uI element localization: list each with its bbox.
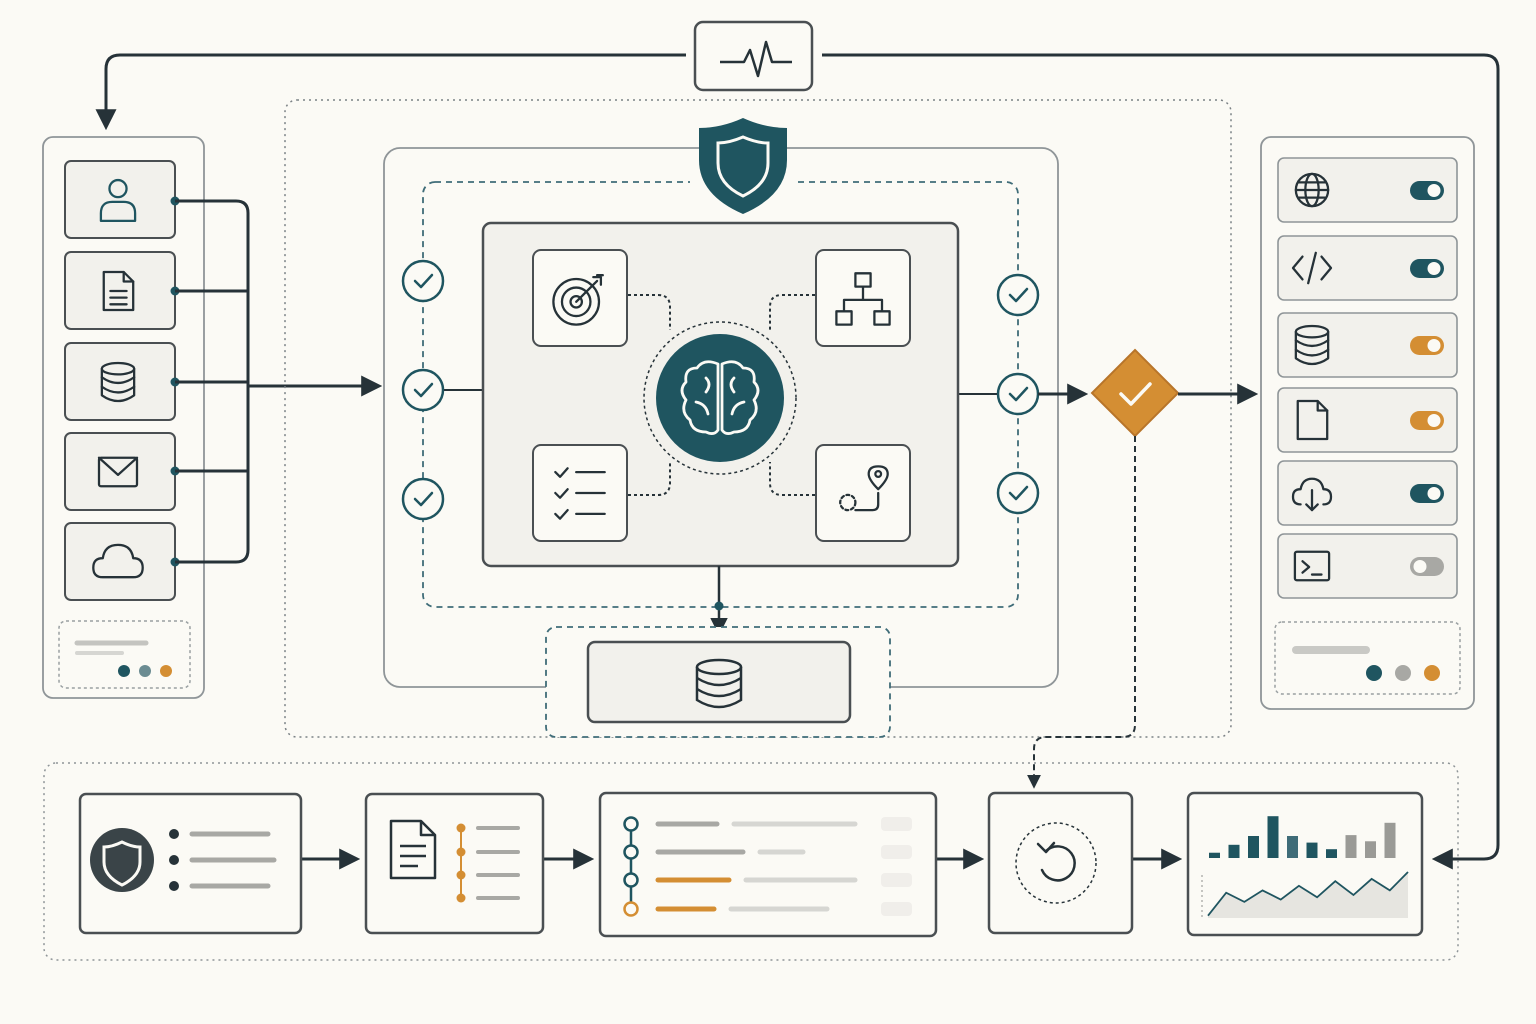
pipeline-stage-analytics[interactable] <box>1186 791 1424 937</box>
integration-toggle[interactable] <box>1410 411 1444 430</box>
brain-hub[interactable] <box>643 321 797 475</box>
terminal-icon <box>1293 550 1331 582</box>
core-module-card[interactable] <box>815 444 911 542</box>
cloud-icon <box>92 543 144 579</box>
check-circle-icon <box>401 368 445 412</box>
monitor-node[interactable] <box>693 20 814 92</box>
integration-row <box>1277 312 1458 378</box>
integration-toggle[interactable] <box>1410 181 1444 200</box>
core-to-storage-connector <box>710 566 728 636</box>
integration-row <box>1277 157 1458 223</box>
analytics-bar <box>1248 836 1259 858</box>
integration-toggle[interactable] <box>1410 336 1444 355</box>
globe-icon <box>1294 172 1330 208</box>
checklist-icon <box>554 467 606 520</box>
integration-toggle[interactable] <box>1410 484 1444 503</box>
core-module-card[interactable] <box>532 249 628 347</box>
pipeline-stage-document[interactable] <box>364 792 545 935</box>
analytics-icon <box>1201 816 1409 920</box>
integration-toggle[interactable] <box>1410 557 1444 576</box>
hierarchy-icon <box>835 272 891 326</box>
legend-dot <box>118 665 130 677</box>
heartbeat-icon <box>720 40 792 78</box>
input-source-card[interactable] <box>64 432 180 511</box>
analytics-bar <box>1287 836 1298 858</box>
integration-row <box>1277 387 1458 453</box>
core-side-connectors <box>444 383 1089 405</box>
shield-list-icon <box>90 828 154 892</box>
mail-icon <box>97 456 139 488</box>
core-module-card[interactable] <box>815 249 911 347</box>
module-links <box>628 294 815 496</box>
legend-dot <box>1366 665 1382 681</box>
check-circle-icon <box>401 477 445 521</box>
timeline-icon <box>623 816 639 917</box>
pipeline-boundary <box>43 762 1459 961</box>
input-source-card[interactable] <box>64 342 180 421</box>
integration-toggle[interactable] <box>1410 259 1444 278</box>
decision-connectors <box>1027 383 1259 789</box>
file-icon <box>1296 399 1329 441</box>
legend-dot <box>139 665 151 677</box>
core-module-grid <box>532 249 911 542</box>
right-validation-checks <box>996 273 1040 515</box>
analytics-bar <box>1345 835 1357 858</box>
legend-dot <box>160 665 172 677</box>
input-connectors <box>175 199 383 564</box>
input-source-card[interactable] <box>64 251 180 330</box>
input-source-card[interactable] <box>64 522 180 601</box>
legend-dot <box>1424 665 1440 681</box>
approve-diamond-icon <box>1090 348 1180 438</box>
input-legend-card <box>58 620 191 689</box>
analytics-bar <box>1384 822 1396 858</box>
input-source-list <box>64 160 180 601</box>
legend-dot <box>1395 665 1411 681</box>
document-icon <box>102 270 135 312</box>
approval-decision-node[interactable] <box>1090 348 1180 438</box>
check-circle-icon <box>996 273 1040 317</box>
target-icon <box>552 274 604 326</box>
core-module-card[interactable] <box>532 444 628 542</box>
analytics-bar <box>1326 849 1337 858</box>
pipeline-stage-rollback[interactable] <box>987 791 1134 935</box>
analytics-bar <box>1365 841 1376 858</box>
integration-row <box>1277 235 1458 301</box>
analytics-bar <box>1306 842 1318 858</box>
analytics-bar <box>1267 816 1279 858</box>
check-circle-icon <box>996 372 1040 416</box>
analytics-bar <box>1228 844 1240 858</box>
feedback-loop-connectors <box>95 53 1500 870</box>
storage-block[interactable] <box>545 626 891 738</box>
undo-icon <box>1036 841 1076 882</box>
analytics-bar <box>1209 852 1220 858</box>
user-icon <box>99 178 137 223</box>
brain-icon <box>680 360 760 435</box>
database-icon <box>695 658 743 709</box>
integration-row <box>1277 533 1458 599</box>
integration-list <box>1277 157 1458 599</box>
security-shield-badge <box>690 118 796 214</box>
cloud-download-icon <box>1291 477 1333 512</box>
integration-row <box>1277 460 1458 526</box>
analytics-area <box>1208 872 1408 918</box>
pipeline-stage-timeline[interactable] <box>598 791 938 938</box>
database-icon <box>1294 324 1330 366</box>
analytics-line <box>1207 871 1409 917</box>
input-source-card[interactable] <box>64 160 180 239</box>
check-circle-icon <box>996 471 1040 515</box>
code-icon <box>1291 251 1333 285</box>
pipeline-stage-policy[interactable] <box>78 792 303 935</box>
left-validation-checks <box>401 259 445 521</box>
database-icon <box>100 361 136 403</box>
check-circle-icon <box>401 259 445 303</box>
document-steps-icon <box>389 819 437 880</box>
route-icon <box>839 465 889 512</box>
integrations-legend-card <box>1274 621 1461 695</box>
